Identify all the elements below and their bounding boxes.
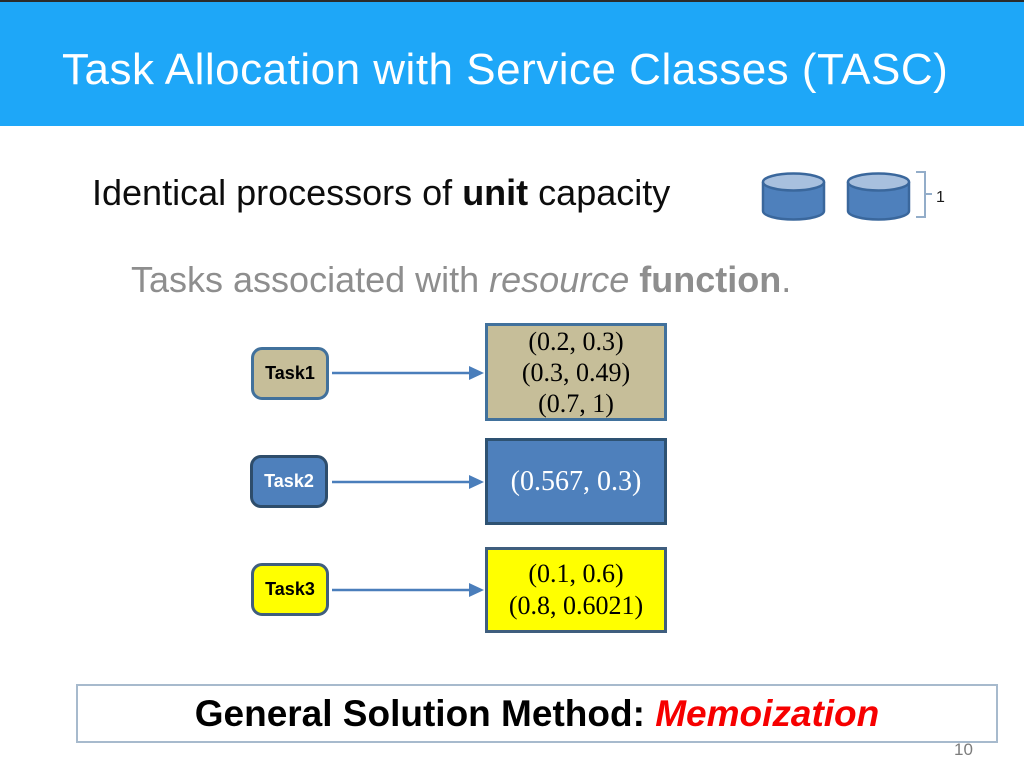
task3-label: Task3 xyxy=(265,579,315,599)
processors-graphic: 1 xyxy=(761,171,945,221)
function-line: (0.8, 0.6021) xyxy=(508,591,644,620)
function-line: (0.7, 1) xyxy=(538,388,614,418)
function-line: (0.567, 0.3) xyxy=(510,465,642,497)
processor-cylinder-icon xyxy=(761,172,826,221)
tasks-statement-suffix: . xyxy=(781,259,792,300)
capacity-bracket-icon xyxy=(916,171,932,218)
function-emphasis: function xyxy=(639,259,782,300)
tasks-statement-prefix: Tasks associated with xyxy=(131,259,490,300)
resource-emphasis: resource xyxy=(489,259,640,300)
task3-node: Task3 xyxy=(251,563,329,616)
processors-statement-suffix: capacity xyxy=(528,172,671,213)
tasks-statement: Tasks associated with resource function. xyxy=(131,259,791,301)
function-line: (0.2, 0.3) xyxy=(528,326,624,356)
task1-label: Task1 xyxy=(265,363,315,383)
solution-method-value: Memoization xyxy=(655,692,880,734)
task2-function-box: (0.567, 0.3) xyxy=(485,438,667,525)
function-line: (0.1, 0.6) xyxy=(528,559,624,588)
slide-title: Task Allocation with Service Classes (TA… xyxy=(62,45,949,94)
function-line: (0.3, 0.49) xyxy=(521,357,631,387)
task3-arrow-icon xyxy=(332,583,484,597)
task2-label: Task2 xyxy=(264,471,314,491)
solution-method-label: General Solution Method: xyxy=(194,692,656,734)
unit-emphasis: unit xyxy=(462,172,529,213)
slide-number: 10 xyxy=(954,740,973,759)
capacity-value-label: 1 xyxy=(936,189,945,206)
task1-function-box: (0.2, 0.3) (0.3, 0.49) (0.7, 1) xyxy=(485,323,667,421)
processors-statement-prefix: Identical processors of xyxy=(92,172,463,213)
slide-header: Task Allocation with Service Classes (TA… xyxy=(0,2,1024,126)
processor-cylinder-icon xyxy=(846,172,911,221)
task1-arrow-icon xyxy=(332,366,484,380)
task2-node: Task2 xyxy=(250,455,328,508)
solution-method-text: General Solution Method: Memoization xyxy=(195,693,880,735)
solution-method-box: General Solution Method: Memoization xyxy=(76,684,998,743)
task2-arrow-icon xyxy=(332,475,484,489)
task1-node: Task1 xyxy=(251,347,329,400)
task3-function-box: (0.1, 0.6) (0.8, 0.6021) xyxy=(485,547,667,633)
processors-statement: Identical processors of unit capacity xyxy=(92,172,670,214)
top-edge-line xyxy=(0,0,1024,2)
